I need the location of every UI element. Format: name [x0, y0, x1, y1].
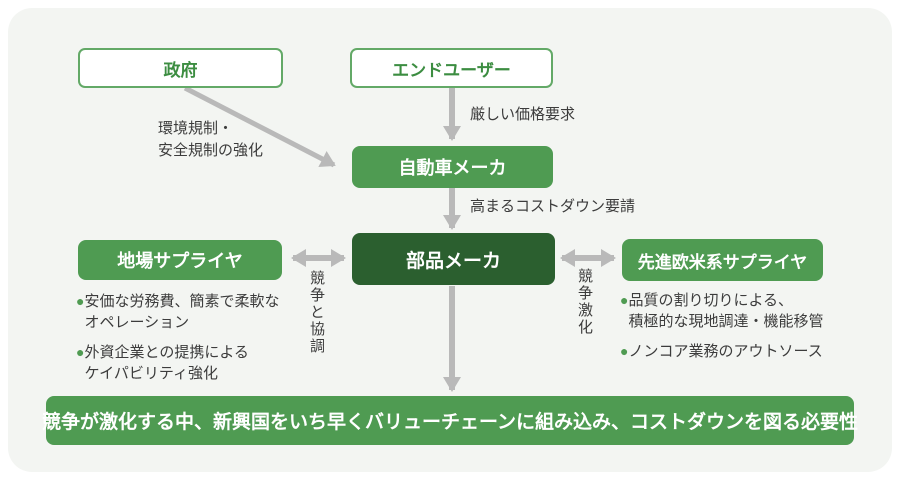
node-parts-maker: 部品メーカ [352, 233, 555, 285]
western-supplier-bullet-list: ● 品質の割り切りによる、 積極的な現地調達・機能移管 ● ノンコア業務のアウト… [620, 290, 865, 370]
list-item: ● 品質の割り切りによる、 積極的な現地調達・機能移管 [620, 290, 865, 333]
bullet-dot-icon: ● [620, 292, 629, 308]
western-bullet-1: 品質の割り切りによる、 積極的な現地調達・機能移管 [628, 292, 824, 331]
list-item: ● ノンコア業務のアウトソース [620, 341, 865, 362]
edge-label-regulations: 環境規制・ 安全規制の強化 [158, 120, 264, 159]
conclusion-banner: 競争が激化する中、新興国をいち早くバリューチェーンに組み込み、コストダウンを図る… [42, 396, 858, 445]
edge-label-competition-intensify: 競争激化 [576, 268, 593, 336]
node-local-supplier-label: 地場サプライヤ [117, 251, 243, 271]
list-item: ● 安価な労務費、簡素で柔軟な オペレーション [76, 291, 301, 334]
local-bullet-2: 外資企業との提携による ケイパビリティ強化 [84, 343, 249, 382]
list-item: ● 外資企業との提携による ケイパビリティ強化 [76, 342, 301, 385]
node-end-user: エンドユーザー [350, 48, 553, 88]
node-western-supplier-label: 先進欧米系サプライヤ [637, 252, 808, 272]
western-bullet-2: ノンコア業務のアウトソース [628, 342, 823, 360]
bullet-dot-icon: ● [76, 293, 85, 309]
node-government: 政府 [78, 48, 283, 88]
node-end-user-label: エンドユーザー [392, 60, 511, 80]
local-bullet-1: 安価な労務費、簡素で柔軟な オペレーション [84, 293, 280, 332]
conclusion-text: 競争が激化する中、新興国をいち早くバリューチェーンに組み込み、コストダウンを図る… [41, 412, 859, 433]
node-western-supplier: 先進欧米系サプライヤ [622, 239, 823, 281]
edge-label-price-demand: 厳しい価格要求 [470, 106, 576, 123]
bullet-dot-icon: ● [620, 342, 629, 359]
node-auto-maker-label: 自動車メーカ [398, 158, 507, 178]
edge-label-costdown-demand: 高まるコストダウン要請 [470, 198, 636, 215]
node-local-supplier: 地場サプライヤ [78, 240, 282, 280]
bullet-dot-icon: ● [76, 343, 85, 360]
node-government-label: 政府 [163, 60, 198, 80]
local-supplier-bullet-list: ● 安価な労務費、簡素で柔軟な オペレーション ● 外資企業との提携による ケイ… [76, 291, 301, 392]
edge-label-competition-cooperation: 競争と協調 [308, 270, 325, 355]
node-parts-maker-label: 部品メーカ [405, 250, 501, 272]
node-auto-maker: 自動車メーカ [352, 146, 553, 188]
